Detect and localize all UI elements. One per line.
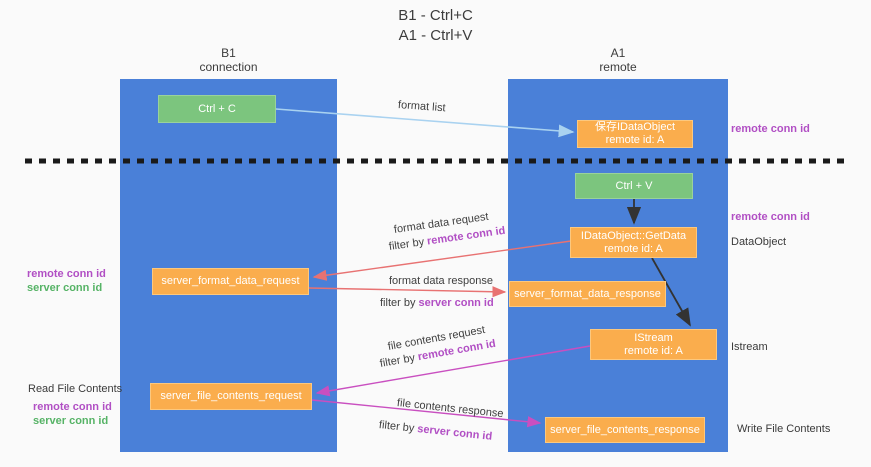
left-label-server-conn-id-1: server conn id — [27, 282, 103, 294]
arrow-format-data-response — [308, 286, 507, 298]
node-ctrl-v: Ctrl + V — [575, 173, 693, 199]
lane-a1-role: remote — [599, 60, 637, 74]
title-line-2: A1 - Ctrl+V — [398, 27, 473, 44]
lane-header-a1: A1 remote — [508, 46, 728, 74]
node-save-idataobject-line1: 保存IDataObject — [594, 121, 676, 133]
label-format-data-response: format data response — [389, 275, 493, 287]
lane-a1-name: A1 — [610, 46, 626, 60]
right-label-dataobject: DataObject — [731, 236, 787, 248]
node-getdata-line2: remote id: A — [604, 242, 663, 255]
lane-b1-role: connection — [199, 60, 258, 74]
left-label-remote-conn-id-2: remote conn id — [33, 401, 112, 413]
node-server-format-data-request: server_format_data_request — [152, 268, 309, 295]
filter-by-text: filter by — [380, 297, 419, 309]
left-label-server-conn-id-2: server conn id — [33, 415, 109, 427]
node-ctrl-c: Ctrl + C — [158, 95, 276, 123]
right-label-remote-conn-id-mid: remote conn id — [731, 211, 810, 223]
lane-b1-name: B1 — [221, 46, 236, 60]
diagram-title: B1 - Ctrl+C A1 - Ctrl+V — [0, 6, 871, 46]
node-server-format-data-response: server_format_data_response — [509, 281, 666, 307]
left-label-read-file-contents: Read File Contents — [28, 383, 123, 395]
lane-header-b1: B1 connection — [120, 46, 337, 74]
label-filter-server-conn-id-1: filter by server conn id — [380, 297, 494, 309]
right-label-istream: Istream — [731, 341, 768, 353]
filter-by-text: filter by — [378, 419, 418, 435]
title-line-1: B1 - Ctrl+C — [398, 7, 473, 24]
node-istream-line2: remote id: A — [624, 344, 683, 357]
right-label-remote-conn-id-top: remote conn id — [731, 123, 810, 135]
node-istream-line1: IStream — [634, 331, 673, 344]
server-conn-id-text: server conn id — [416, 423, 493, 443]
node-server-file-contents-response: server_file_contents_response — [545, 417, 705, 443]
node-save-idataobject: 保存IDataObject remote id: A — [577, 120, 693, 148]
node-save-idataobject-line2: remote id: A — [605, 134, 665, 146]
label-filter-server-conn-id-2: filter by server conn id — [378, 419, 492, 443]
node-idataobject-getdata: IDataObject::GetData remote id: A — [570, 227, 697, 258]
left-label-remote-conn-id-1: remote conn id — [27, 268, 106, 280]
node-getdata-line1: IDataObject::GetData — [580, 229, 687, 242]
filter-by-text: filter by — [378, 351, 419, 370]
filter-by-text: filter by — [388, 235, 428, 253]
label-file-contents-response: file contents response — [396, 397, 505, 421]
right-label-write-file-contents: Write File Contents — [737, 423, 831, 435]
server-conn-id-text: server conn id — [418, 297, 494, 309]
node-server-file-contents-request: server_file_contents_request — [150, 383, 312, 410]
label-format-list: format list — [397, 99, 446, 115]
node-istream: IStream remote id: A — [590, 329, 717, 360]
